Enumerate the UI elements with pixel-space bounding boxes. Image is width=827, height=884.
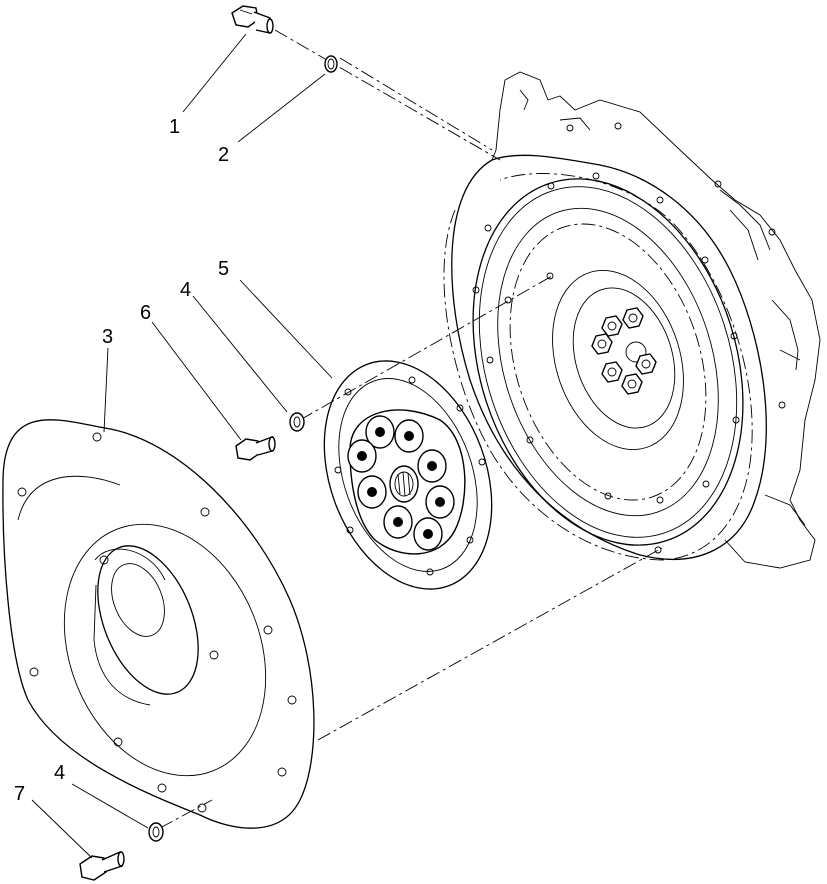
callout-2: 2 <box>218 144 229 166</box>
callout-5: 5 <box>218 258 229 280</box>
coupling-segment <box>413 517 443 551</box>
coupling-segment <box>425 485 455 519</box>
hub-bolt <box>635 353 657 375</box>
callout-4-lower: 4 <box>54 762 65 784</box>
callout-1: 1 <box>169 116 180 138</box>
coupling-segment <box>383 505 413 539</box>
part-6-bolt <box>235 435 276 461</box>
coupling-segment <box>357 475 387 509</box>
coupling-segment <box>394 419 424 453</box>
callout-7: 7 <box>14 783 25 805</box>
part-4-washer-upper <box>289 412 305 432</box>
callout-4-upper: 4 <box>180 279 191 301</box>
hub-bolt <box>622 307 644 329</box>
coupling-segment <box>365 415 395 449</box>
engine-flywheel-housing <box>443 71 821 569</box>
assembly-centerlines <box>159 29 663 829</box>
hub-bolt <box>621 373 643 395</box>
coupling-segment <box>347 439 377 473</box>
part-3-adapter-plate <box>2 419 315 829</box>
splined-hub <box>389 465 419 503</box>
leader-lines <box>31 33 333 859</box>
callout-6: 6 <box>140 302 151 324</box>
callout-labels: 1 2 3 4 4 5 6 7 <box>14 116 229 805</box>
part-4-washer-lower <box>148 822 164 842</box>
part-7-bolt <box>79 850 125 881</box>
hub-bolt <box>601 315 623 337</box>
part-1-bolt <box>231 5 274 34</box>
callout-3: 3 <box>102 326 113 348</box>
part-2-washer <box>324 55 338 73</box>
part-5-drive-disc <box>323 360 493 590</box>
hub-bolt <box>601 361 623 383</box>
coupling-segment <box>417 449 447 483</box>
hub-bolt <box>591 333 613 355</box>
